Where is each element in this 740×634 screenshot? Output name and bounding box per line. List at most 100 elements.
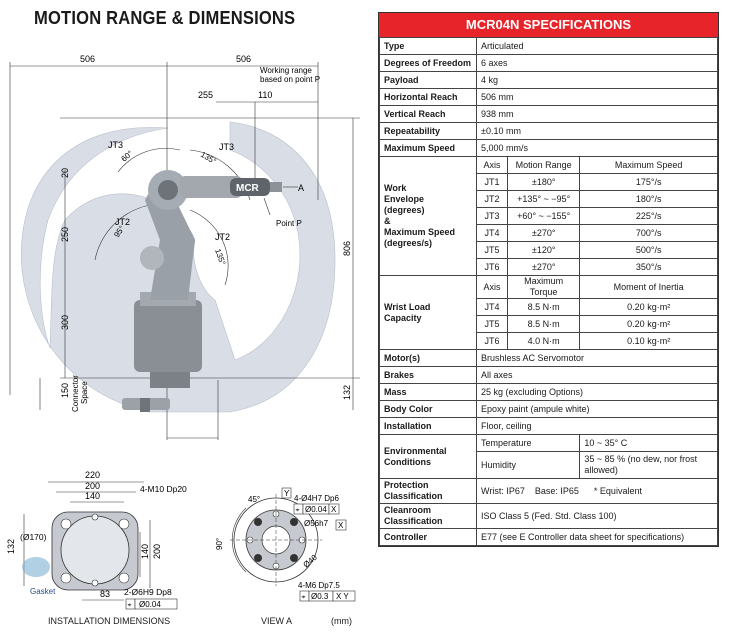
- inst-dim-200-v: 200: [152, 544, 162, 559]
- inst-m10: 4-M10 Dp20: [140, 484, 187, 494]
- point-p-label: Point P: [276, 219, 302, 228]
- motion-range-diagram: MCR 506 506 Working range based on point…: [9, 54, 360, 440]
- wrist-header-inertia: Moment of Inertia: [579, 275, 718, 299]
- env-header-axis: Axis: [476, 156, 508, 174]
- view-a-marker: A: [298, 183, 304, 193]
- working-range-label: Working range: [260, 66, 312, 75]
- wrist-row-axis: JT6: [476, 332, 508, 350]
- env-row-range: +60° ~ −155°: [506, 207, 581, 225]
- angle-135: 135°: [199, 150, 218, 166]
- spec-hreach-value: 506 mm: [476, 88, 718, 106]
- view-a-tol3: Ø0.3: [311, 592, 329, 601]
- inst-tol: Ø0.04: [139, 600, 161, 609]
- spec-hreach-label: Horizontal Reach: [379, 88, 477, 106]
- spec-clean-label: Cleanroom Classification: [379, 503, 477, 529]
- view-a-caption: VIEW A: [261, 616, 293, 626]
- space-label: Space: [80, 381, 89, 404]
- dim-129: 129: [182, 439, 197, 440]
- spec-brakes-value: All axes: [476, 366, 718, 384]
- env-header-speed: Maximum Speed: [579, 156, 718, 174]
- dim-506-left: 506: [80, 54, 95, 64]
- wrist-row-axis: JT5: [476, 315, 508, 333]
- dim-806: 806: [342, 241, 352, 256]
- dim-250: 250: [60, 227, 70, 242]
- spec-controller-label: Controller: [379, 528, 477, 546]
- inst-dim-220: 220: [85, 470, 100, 480]
- wrist-row-torque: 4.0 N·m: [506, 332, 581, 350]
- spec-install-label: Installation: [379, 417, 477, 435]
- spec-motors-value: Brushless AC Servomotor: [476, 349, 718, 367]
- motion-range-section: MOTION RANGE & DIMENSIONS MCR: [6, 8, 360, 626]
- spec-dof-label: Degrees of Freedom: [379, 54, 477, 72]
- view-a-tol2: Ø0.04: [305, 505, 327, 514]
- dim-150: 150: [60, 383, 70, 398]
- env-row-axis: JT2: [476, 190, 508, 208]
- env-temp-value: 10 ~ 35° C: [579, 434, 718, 452]
- angle-135-lower: 135°: [213, 248, 227, 267]
- env-row-axis: JT6: [476, 258, 508, 276]
- spec-dof-value: 6 axes: [476, 54, 718, 72]
- wrist-row-torque: 8.5 N·m: [506, 298, 581, 316]
- svg-text:MCR: MCR: [236, 183, 260, 194]
- spec-payload-label: Payload: [379, 71, 477, 89]
- inst-dim-132: 132: [6, 539, 16, 554]
- spec-vreach-value: 938 mm: [476, 105, 718, 123]
- spec-motors-label: Motor(s): [379, 349, 477, 367]
- spec-maxspeed-label: Maximum Speed: [379, 139, 477, 157]
- inst-h9: 2-Ø6H9 Dp8: [124, 587, 172, 597]
- spec-brakes-label: Brakes: [379, 366, 477, 384]
- env-row-axis: JT4: [476, 224, 508, 242]
- gasket-label: Gasket: [30, 587, 56, 596]
- env-row-range: ±270°: [506, 258, 581, 276]
- view-a-45: 45°: [248, 495, 260, 504]
- dim-110: 110: [258, 90, 272, 100]
- view-a-diagram: Y ⌖ Ø0.04 X X 45° 4-Ø4H7 Dp6 Ø56h7 Ø40 9…: [215, 487, 356, 602]
- wrist-row-axis: JT4: [476, 298, 508, 316]
- unit-caption: (mm): [331, 616, 352, 626]
- env-row-range: ±180°: [506, 173, 581, 191]
- env-row-speed: 350°/s: [579, 258, 718, 276]
- spec-protect-value: Wrist: IP67 Base: IP65 * Equivalent: [476, 478, 718, 504]
- inst-dim-140: 140: [85, 491, 100, 501]
- env-header-range: Motion Range: [506, 156, 581, 174]
- installation-caption: INSTALLATION DIMENSIONS: [48, 616, 171, 626]
- env-hum-label: Humidity: [475, 451, 581, 479]
- jt2-label-left: JT2: [115, 217, 130, 227]
- spec-install-value: Floor, ceiling: [476, 417, 718, 435]
- dim-20: 20: [60, 168, 70, 178]
- spec-wrist-label: Wrist Load Capacity: [379, 275, 477, 350]
- dim-300: 300: [60, 315, 70, 330]
- spec-title: MCR04N SPECIFICATIONS: [379, 13, 718, 37]
- spec-payload-value: 4 kg: [476, 71, 718, 89]
- spec-clean-value: ISO Class 5 (Fed. Std. Class 100): [476, 503, 718, 529]
- view-a-phi56: Ø56h7: [304, 519, 329, 528]
- env-row-speed: 500°/s: [579, 241, 718, 259]
- env-row-speed: 180°/s: [579, 190, 718, 208]
- spec-type-label: Type: [379, 37, 477, 55]
- spec-maxspeed-value: 5,000 mm/s: [476, 139, 718, 157]
- protect-base: Base: IP65: [534, 485, 579, 496]
- dim-255: 255: [198, 90, 213, 100]
- spec-envelope-label: Work Envelope (degrees) & Maximum Speed …: [379, 156, 477, 276]
- view-a-x-datum-1: X: [331, 505, 337, 514]
- spec-mass-value: 25 kg (excluding Options): [476, 383, 718, 401]
- view-a-h7: 4-Ø4H7 Dp6: [294, 494, 339, 503]
- env-row-speed: 700°/s: [579, 224, 718, 242]
- inst-dim-140-v: 140: [140, 544, 150, 559]
- env-row-axis: JT1: [476, 173, 508, 191]
- env-temp-label: Temperature: [475, 434, 581, 452]
- wrist-header-axis: Axis: [476, 275, 508, 299]
- svg-text:⌖: ⌖: [128, 602, 132, 609]
- env-row-axis: JT3: [476, 207, 508, 225]
- spec-repeat-label: Repeatability: [379, 122, 477, 140]
- connector-label: Connector: [71, 375, 80, 412]
- view-a-90: 90°: [215, 538, 224, 550]
- spec-vreach-label: Vertical Reach: [379, 105, 477, 123]
- inst-dim-200: 200: [85, 481, 100, 491]
- env-row-speed: 225°/s: [579, 207, 718, 225]
- inst-dim-83: 83: [100, 589, 110, 599]
- dim-132: 132: [342, 385, 352, 400]
- spec-type-value: Articulated: [476, 37, 718, 55]
- wrist-row-torque: 8.5 N·m: [506, 315, 581, 333]
